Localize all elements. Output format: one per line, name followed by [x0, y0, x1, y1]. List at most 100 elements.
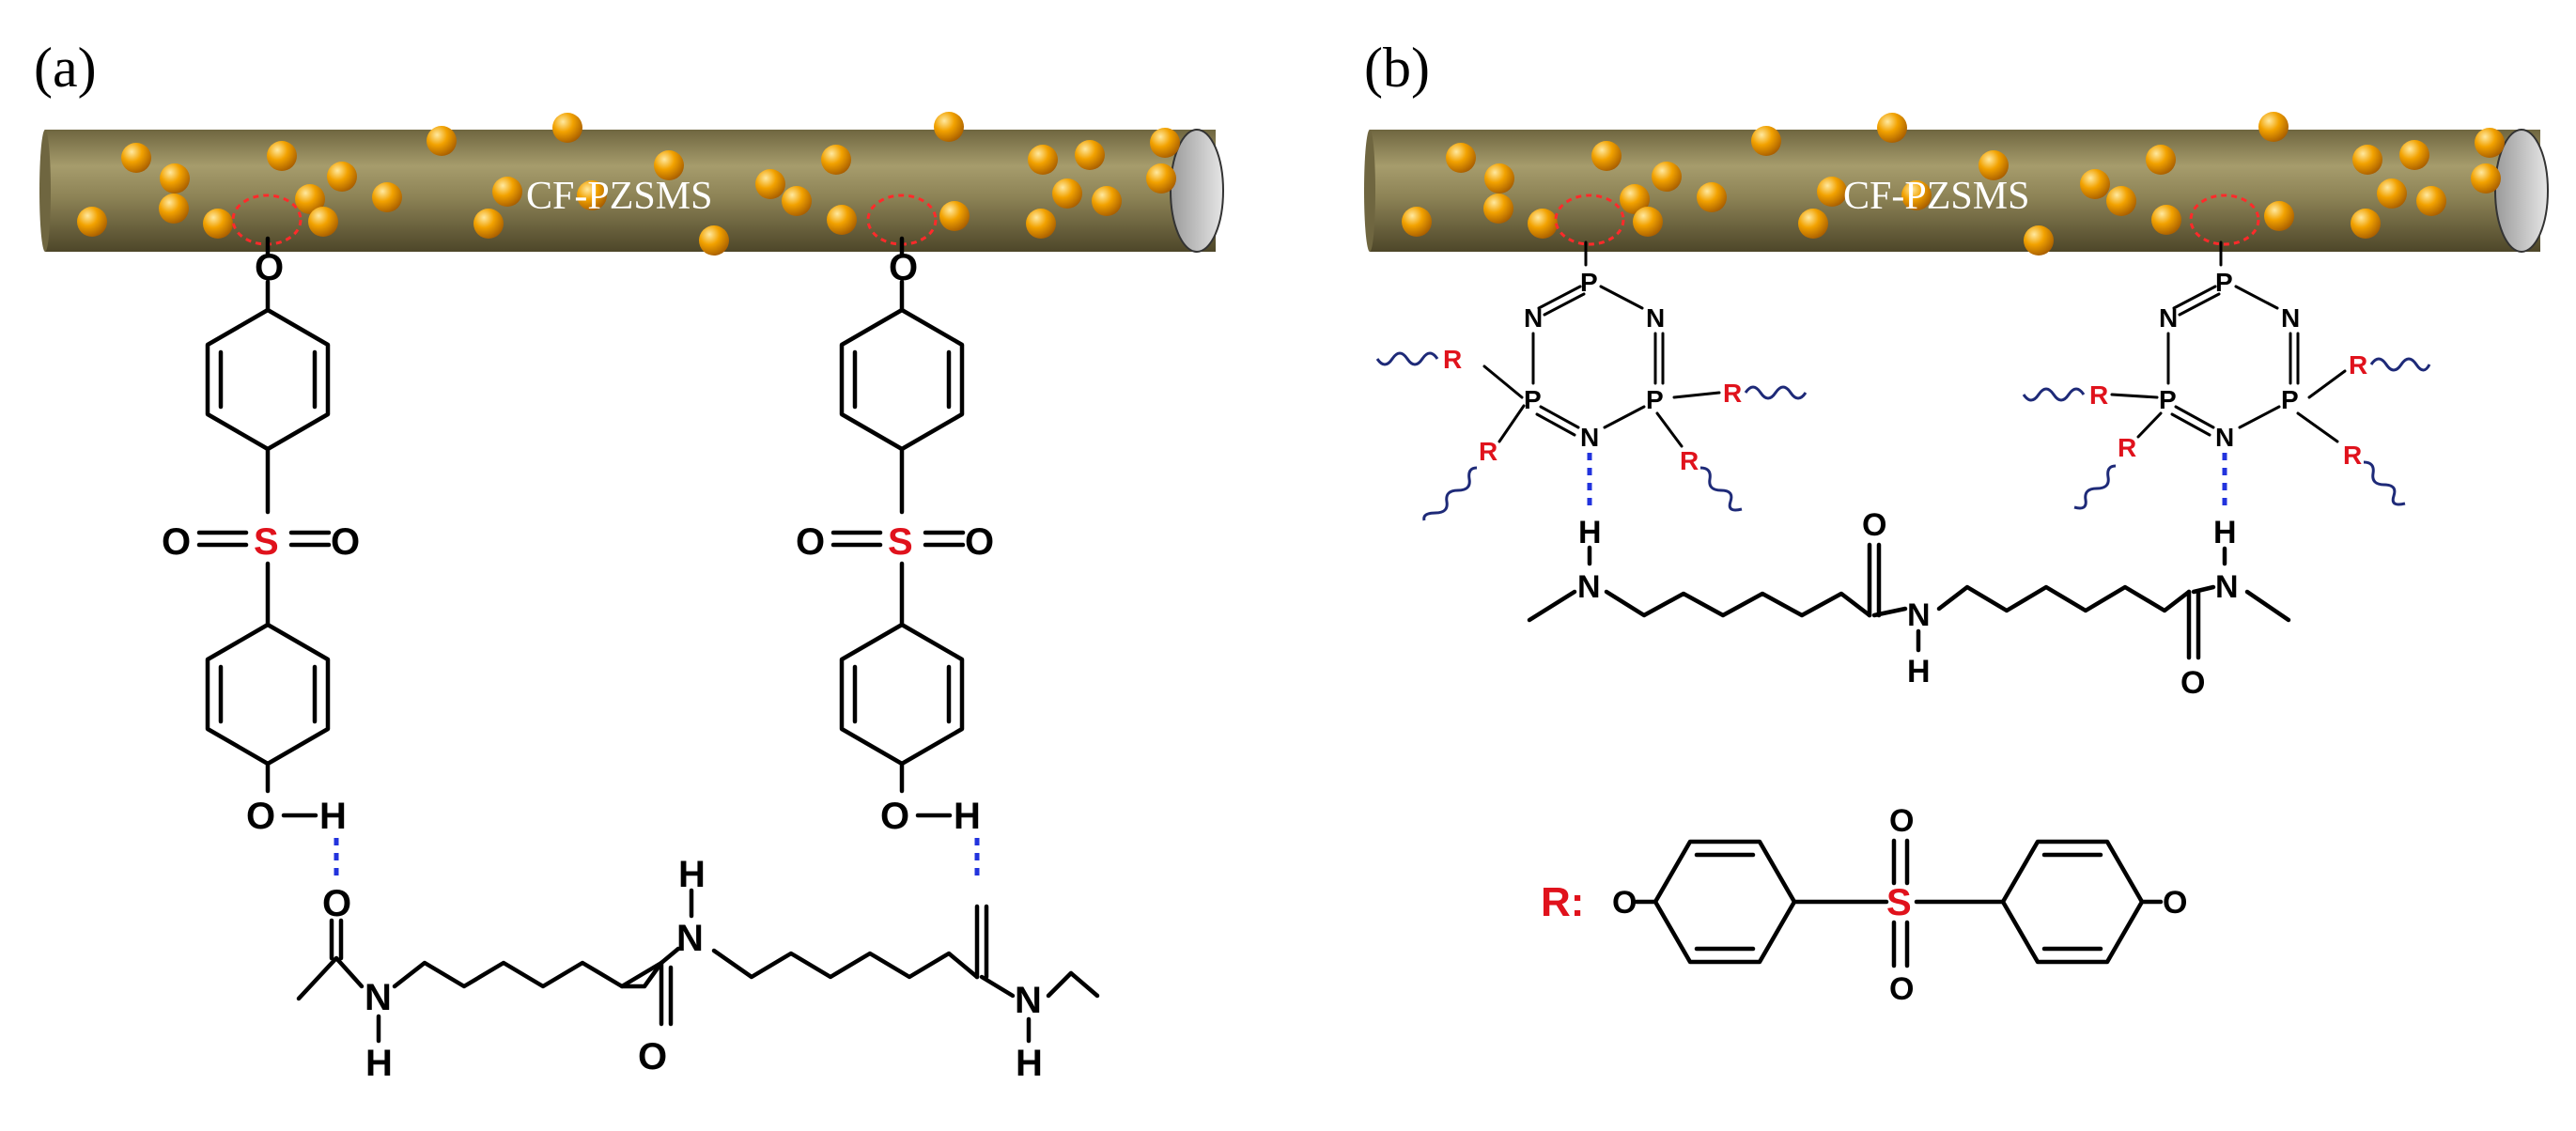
nanoparticle: [1620, 184, 1650, 214]
nanoparticle: [654, 150, 684, 180]
nanoparticle: [821, 145, 851, 175]
nanoparticle: [552, 113, 582, 143]
phosphorus-atom: P: [2215, 268, 2233, 297]
fiber-body: [45, 130, 1216, 252]
benzene-ring: [839, 622, 965, 767]
nanoparticle: [1591, 141, 1622, 171]
substituent-r: R: [2349, 350, 2367, 380]
substituent-r: R: [2118, 433, 2136, 462]
amide-hydrogen: H: [365, 1043, 393, 1084]
benzene-ring: [839, 307, 965, 452]
nanoparticle: [121, 143, 151, 173]
panel-a-fiber: CF-PZSMS: [39, 112, 1224, 256]
hydroxyl-hydrogen: H: [319, 796, 347, 837]
amide-hydrogen: H: [2213, 515, 2237, 550]
phosphorus-atom: P: [2159, 385, 2177, 414]
nanoparticle: [1697, 182, 1727, 212]
nanoparticle: [372, 182, 402, 212]
nanoparticle: [1652, 162, 1682, 192]
amide-nitrogen: N: [1015, 980, 1042, 1021]
nanoparticle: [327, 162, 357, 192]
r-definition-label: R:: [1541, 879, 1584, 925]
phosphorus-atom: P: [1646, 385, 1664, 414]
fiber-label: CF-PZSMS: [526, 175, 712, 218]
substituent-r: R: [2343, 441, 2362, 470]
benzene-ring: [1653, 839, 1797, 965]
nanoparticle: [492, 177, 522, 207]
amide-nitrogen: N: [1907, 597, 1931, 633]
nanoparticle: [1817, 177, 1847, 207]
substituent-r: R: [1680, 446, 1699, 475]
phosphorus-atom: P: [2281, 385, 2299, 414]
nitrogen-atom: N: [1580, 423, 1599, 452]
amide-nitrogen: N: [2215, 569, 2239, 605]
panel-a: (a) CF-PZSMS O S O O: [34, 37, 1224, 1084]
attachment-ring-right: [2189, 194, 2260, 246]
nanoparticle: [203, 209, 233, 239]
nanoparticle: [1528, 209, 1558, 239]
amide-nitrogen: N: [365, 977, 392, 1018]
nanoparticle: [2106, 186, 2136, 216]
benzene-ring: [2000, 839, 2145, 965]
nitrogen-atom: N: [1646, 303, 1665, 333]
phosphorus-atom: P: [1524, 385, 1542, 414]
nanoparticle: [934, 112, 964, 142]
amide-hydrogen: H: [1016, 1043, 1043, 1084]
panel-a-label: (a): [34, 37, 97, 99]
nanoparticle: [1484, 163, 1514, 194]
nanoparticle: [2258, 112, 2289, 142]
nanoparticle: [2352, 145, 2382, 175]
nanoparticle: [939, 201, 970, 231]
panel-b: (b) CF-PZSMS P N N P P N R: [1364, 37, 2549, 1007]
terminal-oxygen: O: [1612, 885, 1637, 921]
nanoparticle: [1028, 145, 1058, 175]
nanoparticle: [2416, 186, 2446, 216]
nanoparticle: [1150, 128, 1180, 158]
nitrogen-atom: N: [2281, 303, 2300, 333]
hydroxyl-hydrogen: H: [954, 796, 981, 837]
nitrogen-atom: N: [2159, 303, 2178, 333]
amide-nitrogen: N: [676, 918, 704, 959]
nanoparticle: [1979, 150, 2009, 180]
amide-hydrogen: H: [1578, 515, 1602, 550]
nanoparticle: [2377, 178, 2407, 209]
amide-hydrogen: H: [1907, 654, 1931, 689]
nanoparticle: [1026, 209, 1056, 239]
r-group-definition: R: O S O O O: [1541, 803, 2187, 1007]
nanoparticle: [755, 169, 785, 199]
nanoparticle: [782, 186, 812, 216]
benzene-ring: [205, 622, 331, 767]
nanoparticle: [2024, 225, 2054, 256]
nanoparticle: [2475, 128, 2505, 158]
nanoparticle: [1798, 209, 1828, 239]
fiber-end-cap: [1170, 129, 1224, 253]
nanoparticle: [1075, 140, 1105, 170]
carbonyl-oxygen: O: [322, 883, 351, 924]
amide-nitrogen: N: [1577, 569, 1601, 605]
nanoparticle: [1877, 113, 1907, 143]
nanoparticle: [1751, 126, 1781, 156]
nanoparticle: [427, 126, 457, 156]
nanoparticle: [1483, 194, 1513, 224]
nanoparticle: [473, 209, 504, 239]
substituent-r: R: [1723, 379, 1742, 408]
nitrogen-atom: N: [1524, 303, 1543, 333]
nanoparticle: [1901, 180, 1932, 210]
nanoparticle: [2151, 205, 2181, 235]
substituent-r: R: [2089, 380, 2108, 410]
substituent-r: R: [1443, 345, 1462, 374]
sulfonyl-oxygen: O: [1889, 803, 1914, 839]
nanoparticles: [1402, 112, 2505, 256]
panel-b-fiber: CF-PZSMS: [1364, 112, 2549, 256]
carbonyl-oxygen: O: [638, 1036, 667, 1077]
nanoparticle: [1633, 207, 1663, 237]
nanoparticle: [1092, 186, 1122, 216]
nanoparticle: [159, 194, 189, 224]
sulfur-atom: S: [1886, 882, 1912, 923]
sulfonyl-oxygen: O: [331, 521, 360, 563]
attachment-ring-left: [1554, 194, 1625, 246]
nanoparticle: [2399, 140, 2429, 170]
nanoparticle: [295, 184, 325, 214]
nanoparticle: [1052, 178, 1082, 209]
